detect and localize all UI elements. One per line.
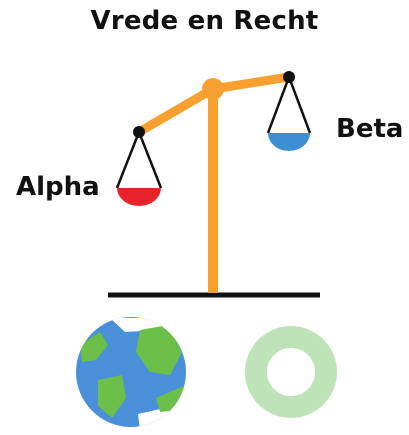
globe-icon <box>76 317 186 427</box>
left-pan-label: Alpha <box>16 172 100 202</box>
right-pan-group <box>266 71 312 151</box>
left-pan <box>117 188 161 206</box>
left-pan-group <box>115 126 163 206</box>
ring-icon <box>245 326 337 418</box>
scale-pivot <box>202 78 224 100</box>
right-pan-label: Beta <box>336 114 404 144</box>
right-pan <box>268 133 310 151</box>
page-title: Vrede en Recht <box>90 6 319 36</box>
